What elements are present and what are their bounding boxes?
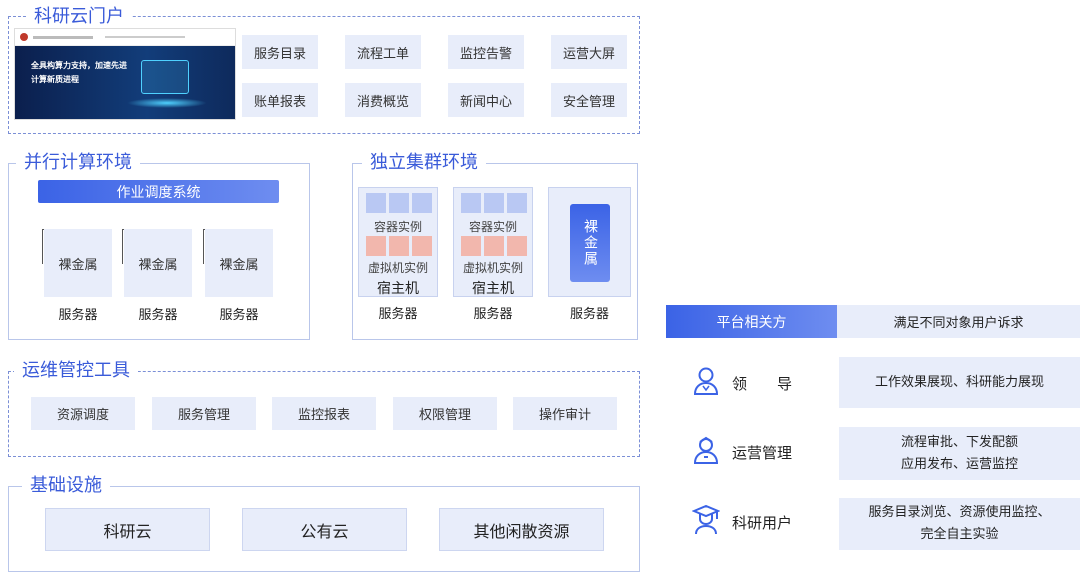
navbar-links-placeholder [105, 36, 185, 38]
container-block [389, 193, 409, 213]
vm-block [366, 236, 386, 256]
stakeholder-header-left: 平台相关方 [666, 305, 837, 338]
role-name: 运营管理 [732, 443, 793, 462]
service-chip-catalog[interactable]: 服务目录 [242, 35, 318, 69]
container-label: 容器实例 [468, 220, 517, 234]
banner-platform-graphic [127, 98, 207, 108]
vm-block [484, 236, 504, 256]
host-machine-1: 容器实例 虚拟机实例 宿主机 [358, 187, 438, 297]
service-chip-monitor[interactable]: 监控告警 [448, 35, 524, 69]
container-block [412, 193, 432, 213]
service-chip-billing[interactable]: 账单报表 [242, 83, 318, 117]
container-block [461, 193, 481, 213]
server-label: 服务器 [219, 308, 259, 323]
banner-text-1: 全具构算力支持，加速先进 [31, 61, 127, 70]
role-desc-line: 工作效果展现、科研能力展现 [874, 374, 1044, 390]
host-label: 宿主机 [377, 281, 419, 297]
container-block [484, 193, 504, 213]
role-desc-line: 服务目录浏览、资源使用监控、 [868, 505, 1051, 520]
service-chip-workorder[interactable]: 流程工单 [345, 35, 421, 69]
bare-metal-block: 裸金属 [570, 204, 610, 282]
bare-metal-node-1: 裸金属 [44, 229, 112, 297]
host-machine-2: 容器实例 虚拟机实例 宿主机 [453, 187, 533, 297]
role-desc-line: 流程审批、下发配额 [900, 434, 1018, 450]
portal-screenshot-navbar [15, 29, 235, 46]
scheduler-bar: 作业调度系统 [38, 180, 279, 203]
portal-banner: 全具构算力支持，加速先进 计算新质进程 [15, 46, 235, 119]
vm-block [389, 236, 409, 256]
leader-icon [692, 366, 732, 400]
logo-icon [20, 33, 28, 41]
role-name: 领 导 [732, 374, 793, 393]
container-block [507, 193, 527, 213]
role-leader: 领 导 [692, 366, 792, 400]
server-label: 服务器 [378, 307, 418, 322]
infra-public-cloud: 公有云 [242, 508, 407, 551]
vm-block [461, 236, 481, 256]
banner-text-2: 计算新质进程 [31, 75, 79, 84]
vm-label: 虚拟机实例 [462, 261, 523, 275]
vm-label: 虚拟机实例 [367, 261, 428, 275]
server-label: 服务器 [58, 308, 98, 323]
infra-idle-resources: 其他闲散资源 [439, 508, 604, 551]
role-desc-line: 完全自主实验 [920, 527, 999, 542]
stakeholder-header-right: 满足不同对象用户诉求 [837, 305, 1080, 338]
banner-device-graphic [141, 60, 189, 94]
host-label: 宿主机 [472, 281, 514, 297]
bare-metal-host: 裸金属 [548, 187, 631, 297]
role-operator: 运营管理 [692, 435, 792, 469]
bare-metal-node-2: 裸金属 [124, 229, 192, 297]
container-block [366, 193, 386, 213]
operator-icon [692, 435, 732, 469]
vm-block [412, 236, 432, 256]
cluster-section [352, 163, 638, 340]
role-name: 科研用户 [732, 513, 793, 532]
infra-title: 基础设施 [22, 475, 110, 497]
ops-title: 运维管控工具 [14, 360, 138, 382]
tool-service-management[interactable]: 服务管理 [152, 397, 256, 430]
service-chip-consumption[interactable]: 消费概览 [345, 83, 421, 117]
tool-monitor-reports[interactable]: 监控报表 [272, 397, 376, 430]
navbar-placeholder [33, 36, 93, 39]
parallel-title: 并行计算环境 [16, 152, 140, 174]
researcher-icon [691, 504, 732, 539]
portal-title: 科研云门户 [26, 6, 132, 28]
parallel-section [8, 163, 310, 340]
role-researcher: 科研用户 [691, 504, 793, 539]
infra-section [8, 486, 640, 572]
portal-section [8, 16, 640, 134]
cluster-title: 独立集群环境 [362, 152, 486, 174]
server-label: 服务器 [569, 307, 609, 322]
server-label: 服务器 [473, 307, 513, 322]
server-label: 服务器 [138, 308, 178, 323]
service-chip-news[interactable]: 新闻中心 [448, 83, 524, 117]
role-desc-leader: 工作效果展现、科研能力展现 [839, 357, 1080, 408]
tool-resource-scheduling[interactable]: 资源调度 [31, 397, 135, 430]
portal-screenshot: 全具构算力支持，加速先进 计算新质进程 [14, 28, 236, 120]
tool-operation-audit[interactable]: 操作审计 [513, 397, 617, 430]
ops-section [8, 371, 640, 457]
service-chip-security[interactable]: 安全管理 [551, 83, 627, 117]
bare-metal-label: 裸金属 [582, 219, 598, 267]
vm-block [507, 236, 527, 256]
tool-permission-management[interactable]: 权限管理 [393, 397, 497, 430]
service-chip-dashboard[interactable]: 运营大屏 [551, 35, 627, 69]
role-desc-operator: 流程审批、下发配额 应用发布、运营监控 [839, 427, 1080, 480]
container-label: 容器实例 [373, 220, 422, 234]
bare-metal-node-3: 裸金属 [205, 229, 273, 297]
infra-research-cloud: 科研云 [45, 508, 210, 551]
role-desc-line: 应用发布、运营监控 [900, 456, 1018, 472]
role-desc-researcher: 服务目录浏览、资源使用监控、 完全自主实验 [839, 498, 1080, 550]
